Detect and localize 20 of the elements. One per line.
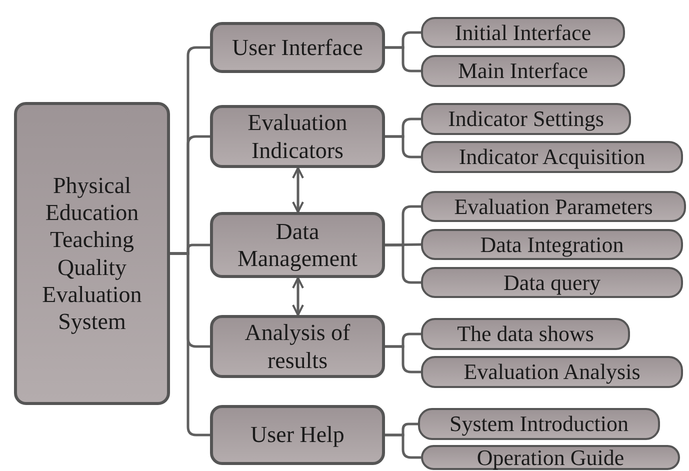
category-box: User Help — [210, 405, 385, 465]
category-box: Analysis of results — [210, 315, 385, 378]
leaf-box: Initial Interface — [421, 17, 625, 48]
category-box: Evaluation Indicators — [210, 105, 385, 168]
leaf-box: Main Interface — [421, 55, 625, 87]
leaf-box: Indicator Settings — [421, 103, 631, 135]
category-box: User Interface — [210, 22, 385, 73]
leaf-box: Indicator Acquisition — [421, 141, 683, 173]
leaf-box: Evaluation Analysis — [421, 356, 683, 388]
category-box: Data Management — [210, 212, 385, 278]
leaf-box: The data shows — [421, 318, 630, 350]
leaf-box: Data query — [421, 267, 683, 298]
leaf-box: Evaluation Parameters — [421, 191, 686, 222]
double-arrow — [292, 167, 304, 213]
connector-line — [384, 243, 422, 246]
leaf-box: Data Integration — [421, 229, 683, 260]
root-box: Physical Education Teaching Quality Evaluation System — [14, 102, 170, 405]
double-arrow — [292, 277, 304, 316]
leaf-box: System Introduction — [418, 408, 660, 440]
leaf-box: Operation Guide — [421, 445, 680, 470]
